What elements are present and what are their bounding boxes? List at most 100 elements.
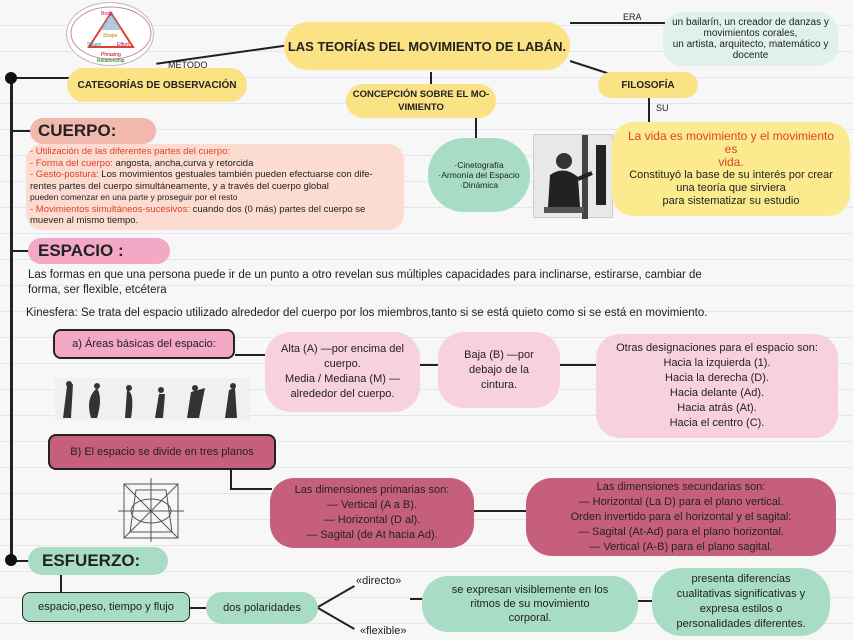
esfuerzo-branch: [10, 560, 30, 562]
secundarias-line-1: Las dimensiones secundarias son:: [596, 480, 766, 493]
cuerpo-gesto-label: - Gesto-postura:: [30, 169, 99, 180]
concepcion-item-1: ·Cinetografía: [454, 160, 504, 170]
primarias-to-secundarias: [474, 510, 528, 512]
cuerpo-branch: [10, 130, 32, 132]
secundarias-line-2: — Horizontal (La D) para el plano vertic…: [578, 495, 784, 508]
otras-line-5: Hacia atrás (At).: [677, 402, 757, 414]
presenta-box: presenta diferencias cualitativas signif…: [652, 568, 830, 636]
connector-su: SU: [656, 103, 669, 113]
polaridades-text: dos polaridades: [223, 602, 301, 614]
baja-to-otras: [560, 364, 598, 366]
cuerpo-line-5: pueden comenzar en una parte y proseguir…: [30, 192, 238, 202]
concepcion-item-2: ·Armonía del Espacio: [438, 170, 520, 180]
otras-line-6: Hacia el centro (C).: [669, 417, 765, 429]
concepcion-line-2: VIMIENTO: [398, 102, 444, 113]
factores-to-polaridades: [190, 607, 206, 609]
planos-h: [230, 488, 272, 490]
filosofia-quote-2: es: [724, 142, 738, 156]
polaridad-up: [317, 585, 355, 608]
main-title: LAS TEORÍAS DEL MOVIMIENTO DE LABÁN.: [284, 22, 570, 70]
presenta-line-1: presenta diferencias: [691, 573, 791, 585]
laban-photo: [533, 134, 613, 219]
expresan-line-3: corporal.: [508, 612, 552, 624]
factores-text: espacio,peso, tiempo y flujo: [38, 601, 174, 613]
areas-box: a) Áreas básicas del espacio:: [53, 329, 235, 359]
top-branch-line: [10, 77, 70, 79]
connector-metodo: MÉTODO: [168, 60, 208, 70]
categorias-text: CATEGORÍAS DE OBSERVACIÓN: [77, 79, 237, 91]
concepcion-item-3: ·Dinámica: [459, 180, 499, 190]
cuerpo-mov-label: - Movimientos simultáneos-sucesivos:: [30, 203, 190, 215]
presenta-line-4: personalidades diferentes.: [676, 618, 806, 630]
logo-word-body: Body: [101, 11, 113, 17]
alta-box: Alta (A) —por encima del cuerpo. Media /…: [265, 332, 420, 412]
primarias-line-3: — Horizontal (D al).: [323, 514, 421, 526]
concepcion-box: CONCEPCIÓN SOBRE EL MO- VIMIENTO: [346, 84, 496, 118]
connector-era: ERA: [623, 12, 642, 22]
cuerpo-line-7: mueven al mismo tiempo.: [30, 215, 139, 226]
polaridad-directo: «directo»: [356, 575, 402, 587]
otras-box: Otras designaciones para el espacio son:…: [596, 334, 838, 438]
baja-line-2: debajo de la: [469, 363, 529, 376]
secundarias-box: Las dimensiones secundarias son: — Horiz…: [526, 478, 836, 556]
cuerpo-header-text: CUERPO:: [38, 121, 117, 140]
primarias-line-2: — Vertical (A a B).: [327, 499, 417, 511]
espacio-header-text: ESPACIO :: [38, 241, 124, 260]
baja-box: Baja (B) —por debajo de la cintura.: [438, 332, 560, 408]
logo-word-phrasing: Phrasing: [101, 52, 121, 58]
dancers-image: [55, 378, 250, 420]
dancers-silhouette-icon: [63, 381, 237, 418]
era-line-1: un bailarín, un creador de danzas y: [672, 17, 829, 28]
filosofia-desc-2: una teoría que sirviera: [676, 182, 786, 194]
espacio-intro-line-2: forma, ser flexible, etcétera: [28, 284, 167, 296]
presenta-line-3: expresa estilos o: [699, 603, 783, 615]
concepcion-down: [475, 118, 477, 140]
filosofia-quote-1: La vida es movimiento y el movimiento: [627, 129, 835, 143]
cuerpo-gesto-text: Los movimientos gestuales también pueden…: [98, 169, 373, 180]
expresan-to-presenta: [638, 600, 654, 602]
filosofia-desc-3: para sistematizar su estudio: [662, 195, 800, 207]
cuerpo-forma-text: angosta, ancha,curva y retorcida: [112, 157, 254, 169]
logo-word-space: Space: [87, 42, 102, 48]
cuerpo-box: - Utilización de las diferentes partes d…: [26, 144, 404, 230]
triangle-diagram-icon: [70, 6, 152, 60]
primarias-line-4: — Sagital (de At hacia Ad).: [306, 529, 438, 541]
secundarias-line-4: — Sagital (At-Ad) para el plano horizont…: [577, 525, 785, 538]
presenta-line-2: cualitativas significativas y: [676, 588, 806, 600]
polaridades-box: dos polaridades: [206, 592, 318, 624]
primarias-line-1: Las dimensiones primarias son:: [294, 484, 450, 496]
otras-line-1: Otras designaciones para el espacio son:: [616, 342, 818, 354]
otras-line-3: Hacia la derecha (D).: [665, 372, 769, 384]
polaridad-flexible: «flexible»: [360, 625, 407, 637]
filosofia-down: [648, 96, 650, 124]
categorias-box: CATEGORÍAS DE OBSERVACIÓN: [67, 68, 247, 102]
alta-line-3: Media / Mediana (M) —: [285, 373, 400, 385]
filosofia-text: FILOSOFÍA: [621, 79, 675, 91]
esfuerzo-header-text: ESFUERZO:: [42, 551, 141, 570]
cube-planes-icon: [118, 478, 184, 542]
cuerpo-line-2: - Forma del cuerpo: angosta, ancha,curva…: [30, 158, 400, 170]
logo-word-effort: Effort: [117, 42, 129, 48]
otras-line-4: Hacia delante (Ad).: [669, 387, 765, 399]
polaridad-down: [317, 607, 355, 630]
alta-line-4: alrededor del cuerpo.: [290, 388, 395, 400]
era-line: [570, 22, 665, 24]
era-line-3: un artista, arquitecto, matemático y: [672, 39, 829, 50]
cuerpo-mov-text: cuando dos (0 más) partes del cuerpo se: [189, 203, 366, 215]
person-photo-icon: [544, 135, 606, 219]
timeline-dot-top: [5, 72, 17, 84]
otras-line-2: Hacia la izquierda (1).: [663, 357, 771, 369]
logo-word-shape: Shape: [103, 33, 118, 39]
planes-sketch-image: [116, 476, 186, 544]
cuerpo-header: CUERPO:: [30, 118, 156, 144]
laban-logo: [66, 2, 154, 66]
esfuerzo-to-factores: [60, 575, 62, 595]
expresan-line-1: se expresan visiblemente en los: [451, 584, 609, 596]
filosofia-box: FILOSOFÍA: [598, 72, 698, 98]
expresan-line-2: ritmos de su movimiento: [470, 598, 590, 610]
baja-line-1: Baja (B) —por: [464, 348, 534, 361]
areas-text: a) Áreas básicas del espacio:: [72, 338, 216, 350]
primarias-box: Las dimensiones primarias son: — Vertica…: [270, 478, 474, 548]
espacio-intro-line-1: Las formas en que una persona puede ir d…: [28, 269, 702, 281]
espacio-branch: [10, 250, 30, 252]
